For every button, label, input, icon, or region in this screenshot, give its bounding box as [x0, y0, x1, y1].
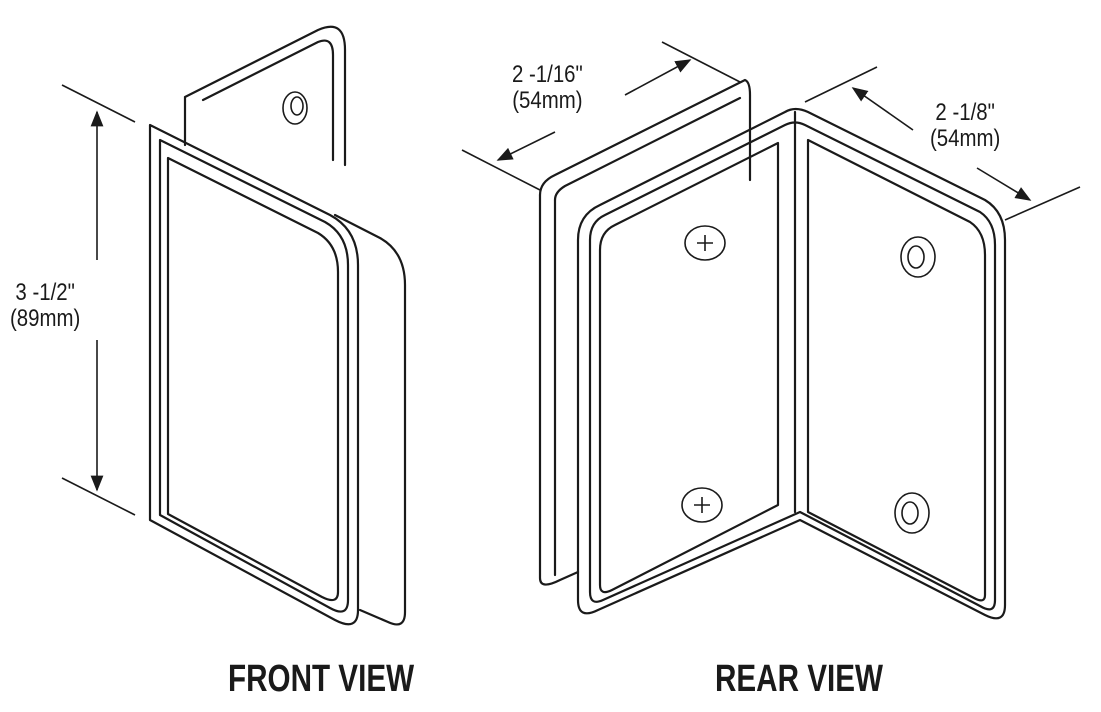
- height-metric: (89mm): [10, 305, 81, 332]
- screw-hole-icon: [900, 236, 936, 278]
- rear-view-bracket: [461, 41, 1081, 620]
- width-metric: (54mm): [930, 125, 1001, 152]
- front-view-bracket: [61, 25, 407, 626]
- width-dimension-label: 2 -1/8" (54mm): [930, 100, 1000, 152]
- depth-imperial: 2 -1/16": [512, 61, 583, 88]
- height-dimension-label: 3 -1/2" (89mm): [10, 280, 80, 332]
- rear-view-caption: REAR VIEW: [715, 658, 883, 700]
- screw-hole-icon: [894, 492, 930, 534]
- screw-hole-icon: [282, 91, 308, 125]
- phillips-screw-icon: [681, 487, 723, 523]
- phillips-screw-icon: [684, 225, 726, 261]
- depth-dimension-label: 2 -1/16" (54mm): [512, 62, 583, 114]
- front-view-caption: FRONT VIEW: [228, 658, 415, 700]
- width-imperial: 2 -1/8": [935, 99, 995, 126]
- height-imperial: 3 -1/2": [15, 279, 75, 306]
- depth-metric: (54mm): [512, 87, 583, 114]
